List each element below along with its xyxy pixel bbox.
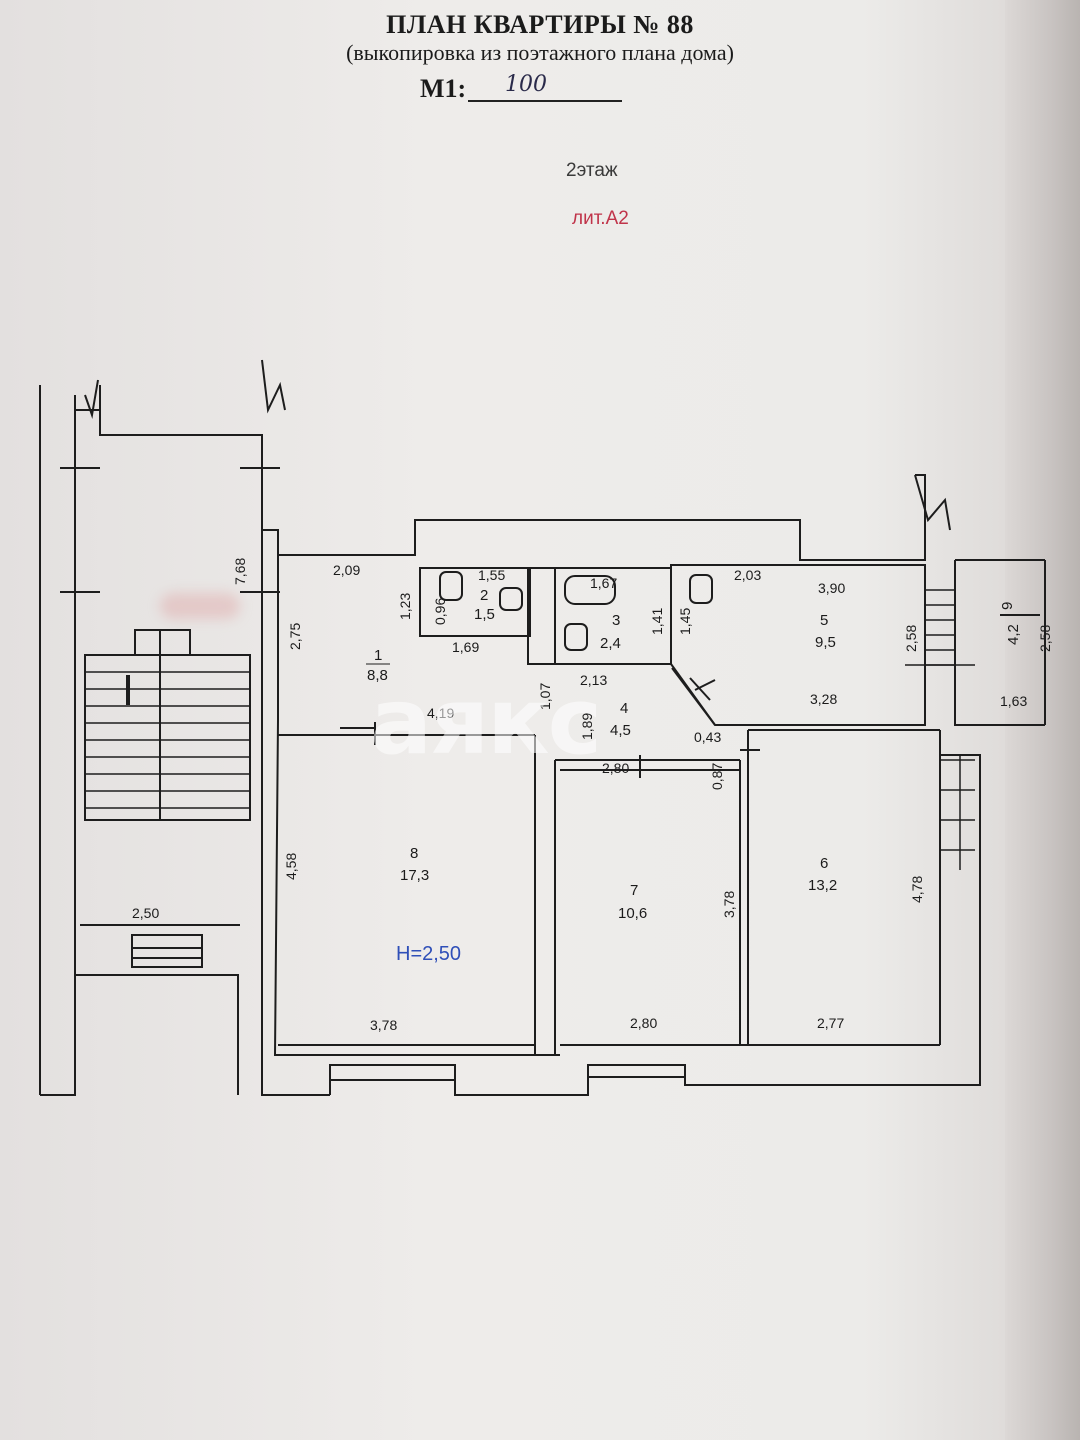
dim-r7-right: 3,78 [721,891,737,918]
room-8-number: 8 [410,845,418,862]
room-7-area: 10,6 [618,905,647,922]
dim-r5-b: 2,03 [734,567,761,583]
watermark-logo: аякс [370,668,602,775]
plan-subtitle: (выкопировка из поэтажного плана дома) [346,40,734,65]
dim-r1-top: 2,09 [333,562,360,578]
blurred-stamp [160,593,240,619]
plan-title: ПЛАН КВАРТИРЫ № 88 [386,10,694,39]
stairwell [39,359,286,1096]
room-2-bathroom [419,567,531,637]
dim-stair-height: 7,68 [232,558,248,585]
room-3-area: 2,4 [600,635,621,652]
page-binding-edge [1005,0,1080,1440]
dim-r3-top: 1,67 [590,575,617,591]
room-6-area: 13,2 [808,877,837,894]
room-4-area: 4,5 [610,722,631,739]
dim-r1-bottom: 4,19 [427,705,454,721]
dim-r8-left: 4,58 [283,853,299,880]
room-labels: 1 8,8 2 1,5 3 2,4 4 4,5 5 9,5 6 13,2 7 1… [366,587,1022,922]
dim-r9-right: 2,58 [1037,625,1053,652]
room-1-area: 8,8 [367,667,388,684]
dim-r4-left-b: 1,89 [579,713,595,740]
dim-r7-bottom: 2,80 [630,1015,657,1031]
dim-r1-small: 1,23 [397,593,413,620]
room-4-number: 4 [620,700,628,717]
scale-value: 100 [505,72,547,97]
room-9-number: 9 [999,602,1016,610]
ceiling-height-label: Н=2,50 [396,943,461,965]
dim-r4-top: 2,13 [580,672,607,688]
room-5-number: 5 [820,612,828,629]
dim-r1-left: 2,75 [287,623,303,650]
room-1-number: 1 [374,647,382,664]
dim-r9-bottom: 1,63 [1000,693,1027,709]
dim-r3-right: 1,41 [649,608,665,635]
room-2-area: 1,5 [474,606,495,623]
dim-r5-top: 3,90 [818,580,845,596]
dim-r2-bottom: 1,69 [452,639,479,655]
room-6-number: 6 [820,855,828,872]
room-3-number: 3 [612,612,620,629]
dim-r5-a: 1,45 [677,608,693,635]
dim-r2-left: 0,96 [432,598,448,625]
dim-r4-small-a: 0,43 [694,729,721,745]
dim-r2-top: 1,55 [478,567,505,583]
floor-label: 2этаж [566,160,618,181]
dim-stair-width: 2,50 [132,905,159,921]
dim-r5-bottom: 3,28 [810,691,837,707]
room-8-area: 17,3 [400,867,429,884]
room-5-area: 9,5 [815,634,836,651]
room-2-number: 2 [480,587,488,604]
scale-underline [468,100,622,102]
scale-label: М1: [420,74,467,103]
dim-r5-right: 2,58 [903,625,919,652]
room-9-area: 4,2 [1005,624,1022,645]
dim-r6-bottom: 2,77 [817,1015,844,1031]
dim-r4-bottom: 2,80 [602,760,629,776]
dim-r8-bottom: 3,78 [370,1017,397,1033]
building-letter-label: лит.А2 [572,208,629,229]
dim-r6-right: 4,78 [909,876,925,903]
room-7-number: 7 [630,882,638,899]
dim-r4-left-a: 1,07 [537,683,553,710]
dim-r4-small-b: 0,87 [709,763,725,790]
